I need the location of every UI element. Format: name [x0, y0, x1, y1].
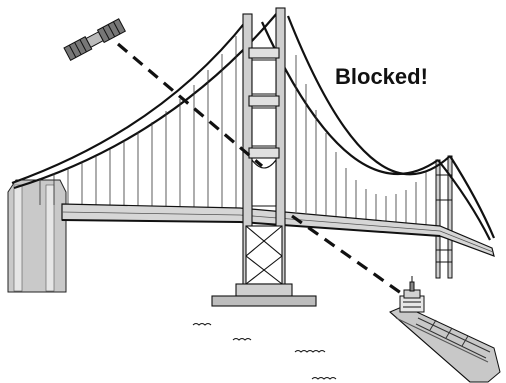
- water-ripples: [192, 323, 337, 380]
- satellite-icon: [63, 18, 126, 61]
- bridge-deck: [61, 203, 495, 257]
- left-anchorage: [7, 179, 67, 293]
- hangers-left-span: [39, 36, 237, 210]
- suspension-bridge: [7, 7, 496, 307]
- blocked-signal-line: [116, 42, 409, 300]
- tanker-ship-icon: [389, 276, 501, 383]
- hangers-main-span: [295, 55, 427, 225]
- main-tower: [211, 7, 317, 307]
- blocked-caption: Blocked!: [335, 64, 428, 89]
